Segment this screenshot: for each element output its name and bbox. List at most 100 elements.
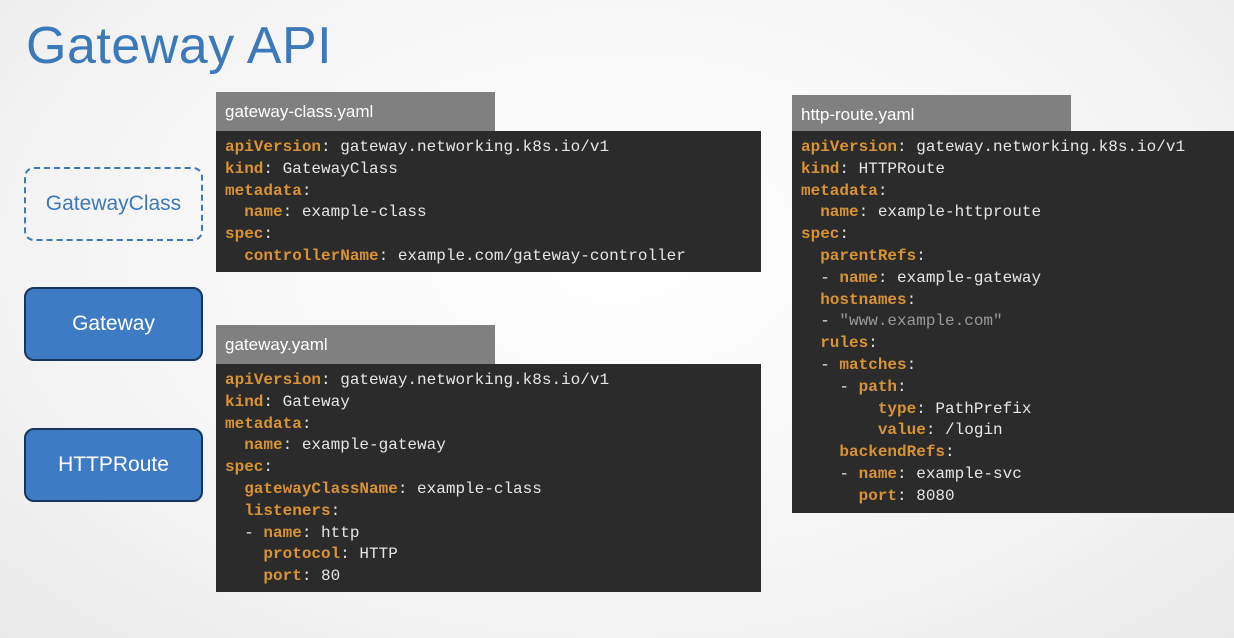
- gatewayclass-label: GatewayClass: [45, 192, 182, 215]
- yaml-value: HTTP: [359, 545, 398, 564]
- yaml-key: name: [839, 268, 878, 287]
- yaml-colon: :: [858, 203, 878, 222]
- yaml-key: rules: [820, 334, 869, 353]
- code-line: metadata:: [225, 414, 761, 436]
- yaml-key: controllerName: [244, 246, 379, 265]
- code-indent: [801, 291, 820, 309]
- code-line: name: example-httproute: [801, 202, 1234, 224]
- yaml-colon: :: [301, 567, 322, 586]
- yaml-value: http: [321, 523, 360, 542]
- yaml-colon: :: [839, 225, 850, 244]
- yaml-key: spec: [801, 225, 840, 244]
- code-line: name: example-class: [225, 202, 761, 224]
- code-line: kind: HTTPRoute: [801, 159, 1234, 181]
- yaml-colon: :: [897, 486, 917, 505]
- code-indent: [225, 247, 244, 265]
- yaml-key: kind: [225, 392, 264, 411]
- yaml-key: gatewayClassName: [244, 479, 398, 498]
- code-indent: [225, 567, 263, 585]
- code-line: controllerName: example.com/gateway-cont…: [225, 246, 761, 268]
- code-line: metadata:: [801, 181, 1234, 203]
- yaml-colon: :: [897, 464, 917, 483]
- code-indent: [801, 203, 820, 221]
- yaml-key: hostnames: [820, 290, 907, 309]
- yaml-value: PathPrefix: [935, 399, 1032, 418]
- code-line: metadata:: [225, 181, 761, 203]
- yaml-key: kind: [225, 159, 264, 178]
- gateway-code-block: apiVersion: gateway.networking.k8s.io/v1…: [216, 364, 761, 592]
- yaml-colon: :: [378, 246, 398, 265]
- code-indent: [801, 443, 839, 461]
- yaml-key: protocol: [263, 545, 341, 564]
- yaml-key: name: [858, 464, 898, 483]
- code-line: - path:: [801, 377, 1234, 399]
- yaml-colon: :: [301, 414, 312, 433]
- yaml-key: matches: [839, 355, 907, 374]
- code-line: port: 8080: [801, 486, 1234, 508]
- yaml-colon: :: [897, 138, 917, 156]
- yaml-colon: :: [321, 138, 341, 156]
- yaml-colon: :: [282, 436, 302, 455]
- code-indent: [225, 436, 244, 454]
- yaml-colon: :: [916, 246, 926, 265]
- code-line: port: 80: [225, 566, 761, 588]
- code-line: kind: GatewayClass: [225, 159, 761, 181]
- yaml-key: port: [858, 486, 898, 505]
- yaml-value: HTTPRoute: [858, 159, 946, 178]
- yaml-colon: :: [839, 159, 859, 178]
- code-line: rules:: [801, 333, 1234, 355]
- yaml-colon: :: [263, 458, 274, 477]
- code-line: apiVersion: gateway.networking.k8s.io/v1: [801, 137, 1234, 159]
- code-indent: -: [801, 355, 840, 374]
- yaml-value: GatewayClass: [282, 159, 398, 178]
- code-indent: -: [801, 268, 840, 287]
- yaml-colon: :: [925, 421, 946, 440]
- code-line: kind: Gateway: [225, 392, 761, 414]
- yaml-colon: :: [282, 203, 302, 222]
- yaml-key: metadata: [801, 181, 878, 200]
- yaml-value: example-httproute: [877, 203, 1042, 222]
- yaml-key: spec: [225, 458, 264, 477]
- gateway-class-file-tab: gateway-class.yaml: [216, 92, 495, 131]
- yaml-key: apiVersion: [225, 371, 322, 389]
- yaml-value: example-class: [301, 203, 427, 222]
- yaml-value: gateway.networking.k8s.io/v1: [916, 138, 1186, 156]
- yaml-colon: :: [397, 479, 418, 498]
- yaml-key: value: [877, 421, 926, 440]
- yaml-key: name: [244, 203, 283, 222]
- code-indent: [801, 334, 820, 352]
- code-line: gatewayClassName: example-class: [225, 479, 761, 501]
- yaml-key: metadata: [225, 414, 302, 433]
- code-line: protocol: HTTP: [225, 544, 761, 566]
- gatewayclass-box: GatewayClass: [24, 167, 203, 241]
- yaml-value: gateway.networking.k8s.io/v1: [340, 371, 610, 389]
- yaml-value: example-svc: [916, 464, 1022, 483]
- yaml-key: backendRefs: [839, 443, 946, 462]
- http-route-code-block: apiVersion: gateway.networking.k8s.io/v1…: [792, 131, 1234, 513]
- yaml-value: example-gateway: [301, 436, 446, 455]
- yaml-value: 80: [321, 567, 341, 586]
- yaml-value: gateway.networking.k8s.io/v1: [340, 138, 610, 156]
- code-line: spec:: [225, 457, 761, 479]
- code-indent: -: [801, 464, 859, 483]
- code-indent: [225, 545, 263, 563]
- yaml-colon: :: [897, 377, 907, 396]
- yaml-key: kind: [801, 159, 840, 178]
- yaml-colon: :: [906, 290, 917, 309]
- yaml-colon: :: [301, 181, 312, 200]
- code-line: - name: example-svc: [801, 464, 1234, 486]
- yaml-value: example-class: [417, 479, 542, 498]
- code-line: type: PathPrefix: [801, 399, 1234, 421]
- yaml-value: example-gateway: [897, 268, 1042, 287]
- yaml-key: name: [820, 203, 859, 222]
- code-indent: [225, 480, 244, 498]
- code-line: hostnames:: [801, 290, 1234, 312]
- yaml-key: spec: [225, 225, 264, 244]
- yaml-colon: :: [321, 371, 341, 389]
- yaml-key: apiVersion: [225, 138, 322, 156]
- code-indent: [801, 421, 878, 439]
- yaml-colon: :: [916, 399, 936, 418]
- yaml-key: apiVersion: [801, 138, 898, 156]
- code-line: - "www.example.com": [801, 311, 1234, 333]
- yaml-colon: :: [330, 501, 341, 520]
